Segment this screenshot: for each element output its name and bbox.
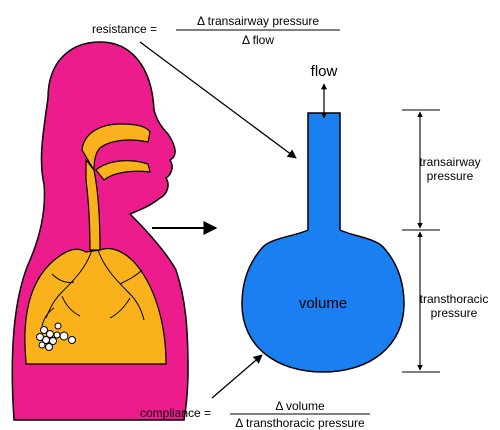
compliance-denominator: Δ transthoracic pressure: [235, 416, 365, 430]
resistance-denominator: Δ flow: [242, 33, 274, 47]
human-torso-illustration: [12, 42, 188, 420]
transthoracic-label-line1: transthoracic: [420, 292, 489, 306]
resistance-label: resistance =: [92, 22, 157, 36]
resistance-formula: resistance = Δ transairway pressure Δ fl…: [92, 14, 340, 47]
compliance-label: compliance =: [140, 406, 211, 420]
compliance-numerator: Δ volume: [275, 399, 325, 413]
resistance-numerator: Δ transairway pressure: [197, 14, 319, 28]
transthoracic-label-line2: pressure: [431, 306, 478, 320]
volume-label: volume: [299, 295, 347, 312]
flow-label: flow: [311, 63, 338, 80]
lung-model: volume: [242, 113, 404, 372]
transairway-label-line2: pressure: [427, 169, 474, 183]
pressure-dimension-lines: [402, 110, 440, 372]
transairway-label-line1: transairway: [419, 155, 480, 169]
airway-tube-and-bulb: [242, 113, 404, 372]
compliance-pointer-arrow: [212, 355, 262, 398]
